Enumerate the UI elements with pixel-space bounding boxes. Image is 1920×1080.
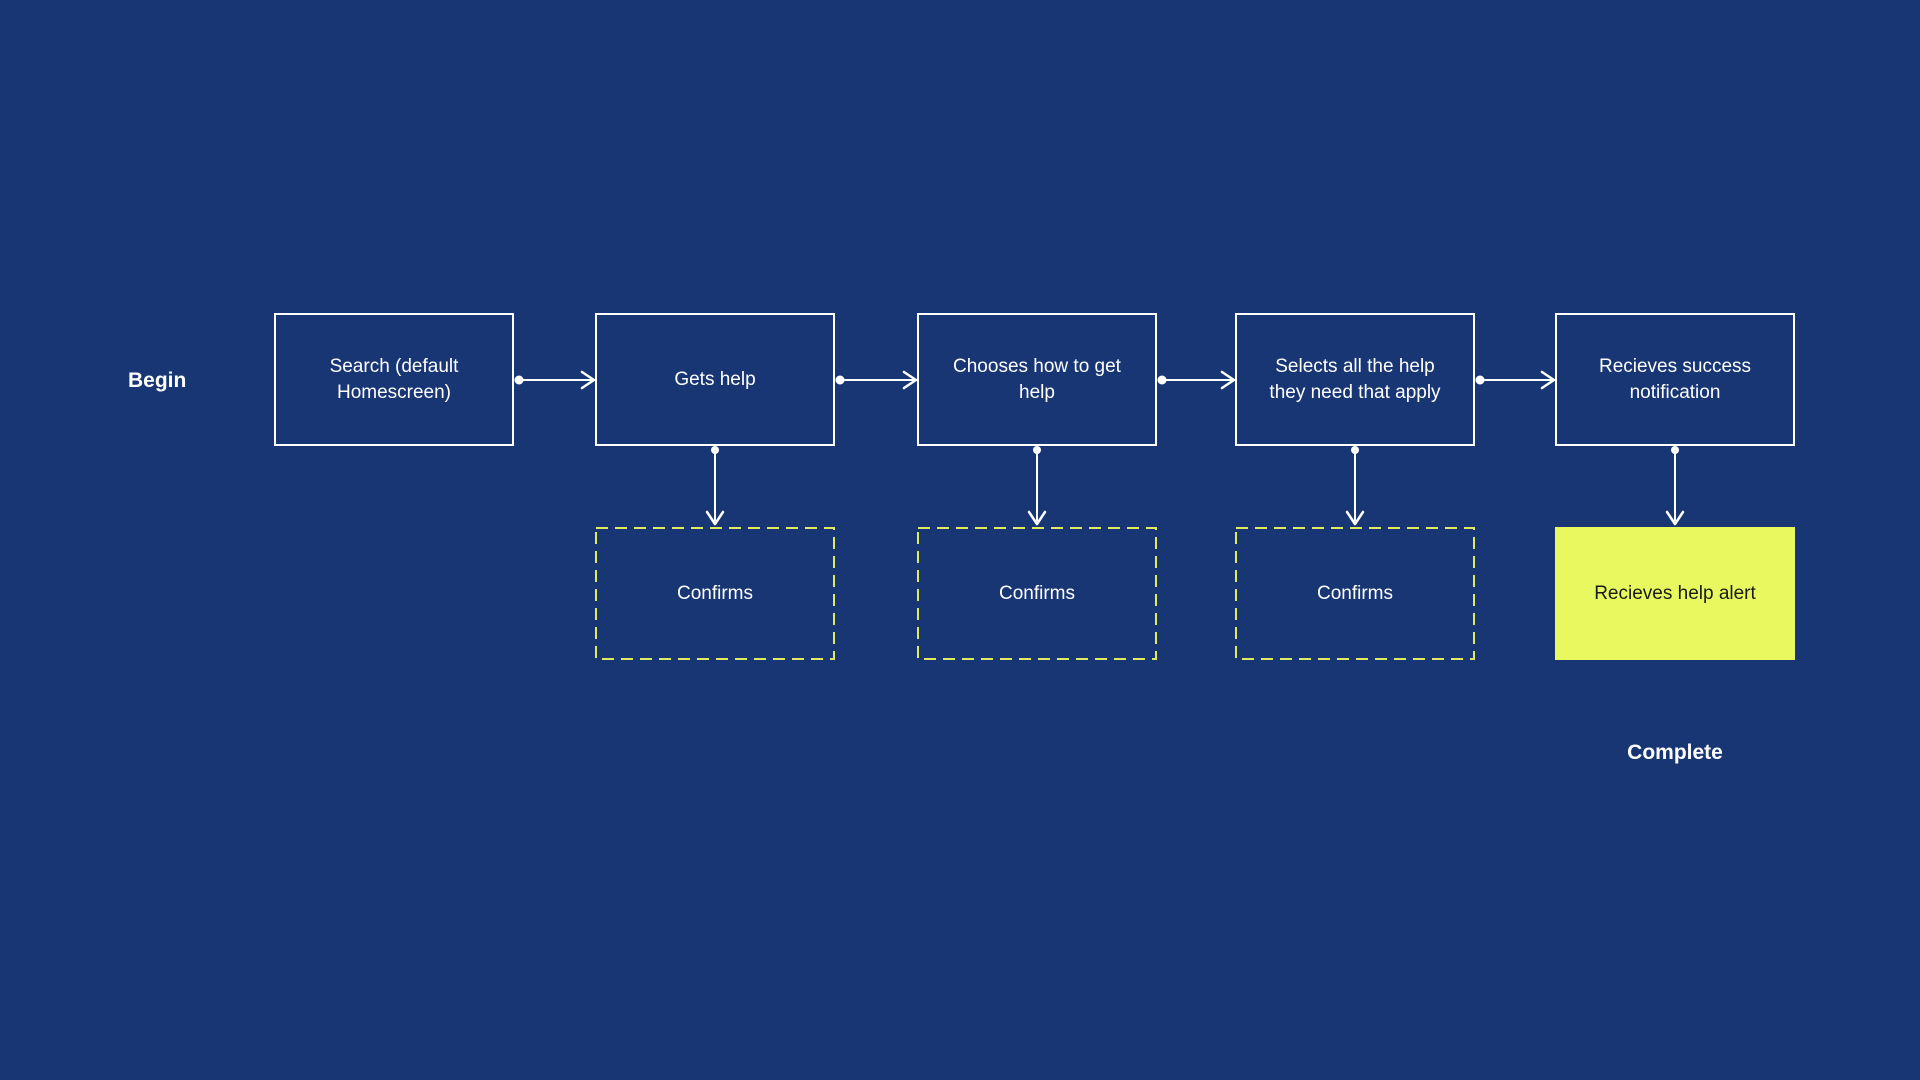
flow-node-confirms-2[interactable]: Confirms	[917, 527, 1157, 660]
connector-step2-step3	[835, 370, 918, 390]
flow-node-label: Selects all the help they need that appl…	[1269, 355, 1441, 403]
flow-node-label: Confirms	[998, 582, 1075, 604]
connector-step3-confirms	[1027, 446, 1047, 526]
flow-node-gets-help[interactable]: Gets help	[595, 313, 835, 446]
flow-node-label: Search (default Homescreen)	[329, 355, 459, 403]
flow-node-label: Gets help	[674, 368, 756, 390]
flow-node-label: Chooses how to get help	[953, 355, 1121, 403]
flow-node-confirms-3[interactable]: Confirms	[1235, 527, 1475, 660]
dashed-border	[595, 527, 835, 660]
flow-node-help-alert[interactable]: Recieves help alert	[1555, 527, 1795, 660]
connector-step5-help-alert	[1665, 446, 1685, 526]
dashed-border	[1235, 527, 1475, 660]
flow-node-selects-help[interactable]: Selects all the help they need that appl…	[1235, 313, 1475, 446]
complete-label: Complete	[1627, 741, 1723, 764]
flow-node-label: Confirms	[676, 582, 753, 604]
dashed-border	[917, 527, 1157, 660]
connector-step4-step5	[1475, 370, 1556, 390]
connector-step4-confirms	[1345, 446, 1365, 526]
flow-node-success-notification[interactable]: Recieves success notification	[1555, 313, 1795, 446]
flow-node-search[interactable]: Search (default Homescreen)	[274, 313, 514, 446]
connector-step1-step2	[514, 370, 596, 390]
flow-node-label: Recieves help alert	[1594, 582, 1756, 604]
flow-node-confirms-1[interactable]: Confirms	[595, 527, 835, 660]
connector-step2-confirms	[705, 446, 725, 526]
begin-label: Begin	[128, 369, 187, 392]
flow-node-chooses-how[interactable]: Chooses how to get help	[917, 313, 1157, 446]
connector-step3-step4	[1157, 370, 1236, 390]
flow-node-label: Recieves success notification	[1598, 355, 1752, 403]
flow-node-label: Confirms	[1316, 582, 1393, 604]
